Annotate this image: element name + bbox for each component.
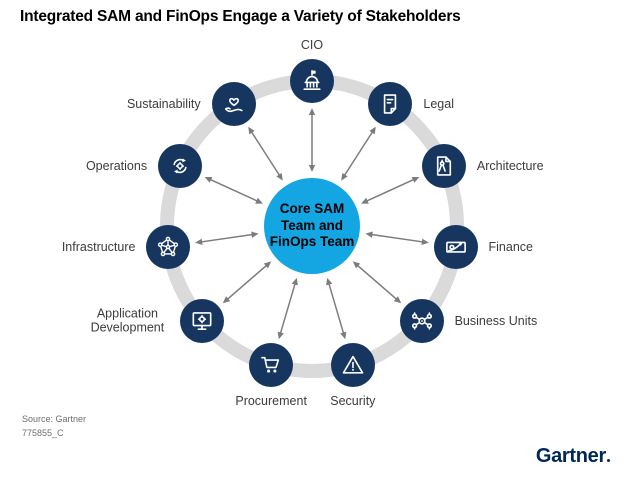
arrowhead xyxy=(263,261,272,269)
source-line: Source: Gartner xyxy=(22,414,87,424)
node-label: Finance xyxy=(488,239,533,254)
node-circle xyxy=(290,59,334,103)
drafting-compass-icon xyxy=(436,156,451,176)
arrowhead xyxy=(251,231,259,238)
connector-arrow xyxy=(352,261,402,304)
sync-gear-icon xyxy=(173,158,187,174)
core-team-label-line: FinOps Team xyxy=(269,234,355,250)
node-label: Security xyxy=(330,394,376,409)
connector-arrow xyxy=(308,108,316,172)
org-network-icon xyxy=(411,312,432,330)
network-mesh-icon xyxy=(158,236,179,256)
arrowhead xyxy=(340,331,347,340)
node-circle xyxy=(180,298,225,343)
arrowhead xyxy=(204,176,213,183)
node-label: Legal xyxy=(423,96,454,111)
node-circle xyxy=(158,143,203,188)
arrowhead xyxy=(195,238,203,245)
node-circle xyxy=(433,224,478,269)
node-circle xyxy=(368,82,413,127)
arrowhead xyxy=(222,296,231,304)
connector-arrow xyxy=(222,261,272,304)
node-circle xyxy=(399,298,444,343)
node-label: Infrastructure xyxy=(61,239,136,254)
connector-arrow xyxy=(341,126,376,181)
arrowhead xyxy=(393,296,402,304)
arrowhead xyxy=(341,172,348,181)
connector-arrow xyxy=(326,277,347,340)
connector-arrow xyxy=(365,231,429,245)
gartner-logo: Gartner xyxy=(536,445,610,468)
arrowhead xyxy=(361,197,369,204)
connector-arrow xyxy=(361,176,420,204)
arrowhead xyxy=(277,331,284,340)
arrowhead xyxy=(365,231,373,238)
connector-arrow xyxy=(248,126,283,181)
connector-arrow xyxy=(195,231,259,245)
node-label: Sustainability xyxy=(126,96,201,111)
node-circle xyxy=(146,224,191,269)
connector-arrow xyxy=(204,176,263,204)
gartner-logo-text: Gartner xyxy=(535,445,606,467)
core-team-label-line: Team and xyxy=(280,217,343,233)
figure-id: 775855_C xyxy=(22,428,64,438)
arrowhead xyxy=(308,165,316,172)
core-team-circle: Core SAM Team and FinOps Team xyxy=(264,178,360,274)
node-circle xyxy=(421,143,466,188)
node-label: Application Development xyxy=(90,306,165,335)
arrowhead xyxy=(308,108,316,115)
node-label: Procurement xyxy=(235,394,307,409)
arrowhead xyxy=(352,261,361,269)
node-circle xyxy=(249,343,294,388)
hand-heart-icon xyxy=(224,97,243,113)
shopping-cart-icon xyxy=(261,356,280,373)
arrowhead xyxy=(248,126,255,135)
node-label: CIO xyxy=(300,37,324,52)
arrowhead xyxy=(326,277,333,286)
money-icon xyxy=(445,241,466,253)
arrowhead xyxy=(255,197,263,204)
connector-arrow xyxy=(277,277,298,340)
node-circle xyxy=(211,82,256,127)
arrowhead xyxy=(411,176,420,183)
legal-document-icon xyxy=(384,94,397,114)
arrowhead xyxy=(276,172,283,181)
page-title: Integrated SAM and FinOps Engage a Varie… xyxy=(20,8,461,25)
government-building-icon xyxy=(303,70,321,91)
registered-mark-dot xyxy=(607,459,610,462)
monitor-gear-icon xyxy=(192,312,212,330)
core-team-label-line: Core SAM xyxy=(279,201,345,217)
node-label: Business Units xyxy=(454,313,538,328)
arrowhead xyxy=(369,126,376,135)
node-circle xyxy=(330,343,375,388)
warning-triangle-icon xyxy=(342,355,364,374)
node-label: Architecture xyxy=(476,158,544,173)
node-label: Operations xyxy=(85,158,148,173)
source-note: Source: Gartner 775855_C xyxy=(22,412,86,440)
arrowhead xyxy=(421,238,429,245)
arrowhead xyxy=(291,277,298,286)
